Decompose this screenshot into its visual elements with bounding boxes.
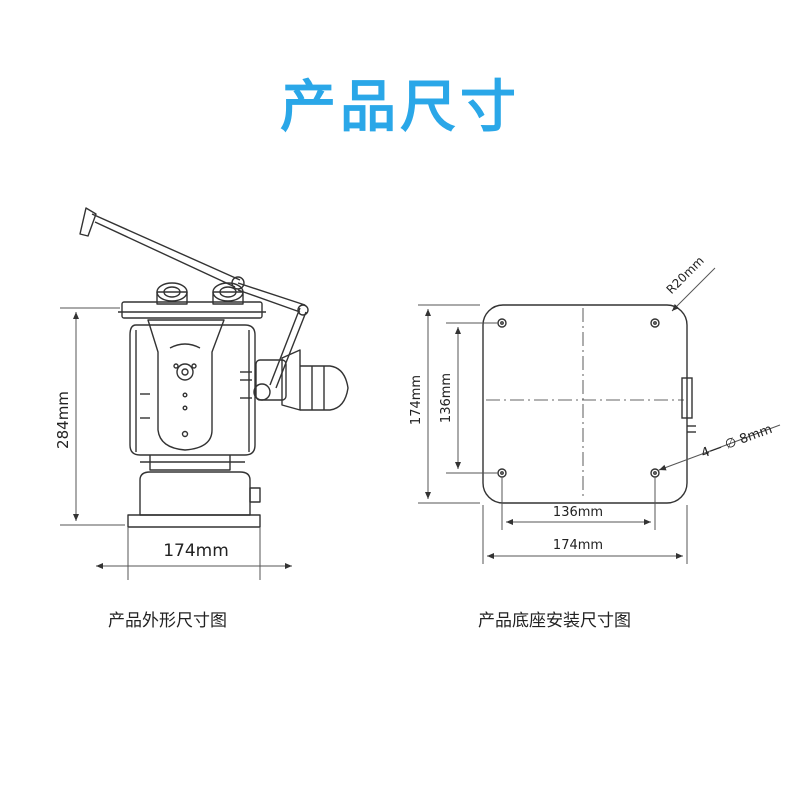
hole-label: 4— ∅ 8mm [699, 422, 774, 462]
top-connectors [156, 282, 244, 305]
hole-leader [658, 424, 781, 471]
wiper-arm [79, 207, 309, 389]
inner-height-dimension [446, 322, 498, 474]
right-caption: 产品底座安装尺寸图 [478, 611, 631, 631]
base [139, 471, 251, 516]
outer-height-dimension [418, 304, 480, 504]
base-plate [127, 514, 261, 528]
height-dimension [60, 307, 125, 526]
main-housing [129, 324, 256, 456]
mount-holes [497, 318, 660, 478]
camera-unit [240, 349, 349, 411]
radius-label: R20mm [664, 254, 707, 297]
base-mounting-drawing [482, 304, 696, 504]
inner-width-dimension [501, 477, 656, 530]
outer-width-label: 174mm [553, 538, 603, 553]
height-label: 284mm [54, 391, 72, 449]
page-title: 产品尺寸 [280, 75, 520, 140]
inner-height-label: 136mm [439, 373, 454, 423]
radius-leader [671, 267, 716, 312]
width-label: 174mm [163, 541, 229, 561]
outer-width-dimension [482, 505, 688, 564]
inner-width-label: 136mm [553, 505, 603, 520]
top-plate [121, 301, 263, 319]
side-tab [681, 377, 693, 419]
product-outline-drawing [79, 207, 349, 528]
base-square [482, 304, 688, 504]
left-caption: 产品外形尺寸图 [108, 611, 227, 631]
width-dimension [96, 527, 292, 580]
outer-height-label: 174mm [409, 375, 424, 425]
front-plate [147, 319, 225, 451]
